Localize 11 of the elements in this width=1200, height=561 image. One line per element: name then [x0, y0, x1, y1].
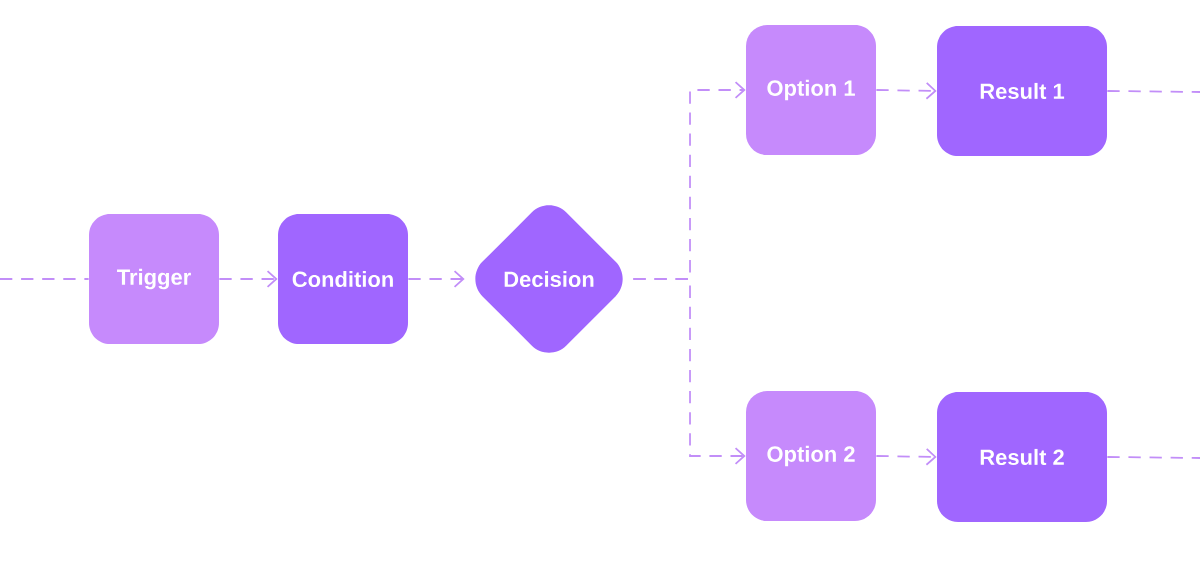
arrow	[407, 270, 465, 288]
process-box: Result 2	[937, 392, 1107, 522]
process-box: Result 1	[937, 26, 1107, 156]
arrow	[632, 278, 746, 465]
process-box: Option 2	[746, 391, 876, 521]
process-box: Option 1	[746, 25, 876, 155]
arrow	[218, 270, 278, 288]
arrow	[875, 448, 937, 466]
arrow	[875, 82, 937, 100]
process-box: Trigger	[89, 214, 219, 344]
process-box: Condition	[278, 214, 408, 344]
